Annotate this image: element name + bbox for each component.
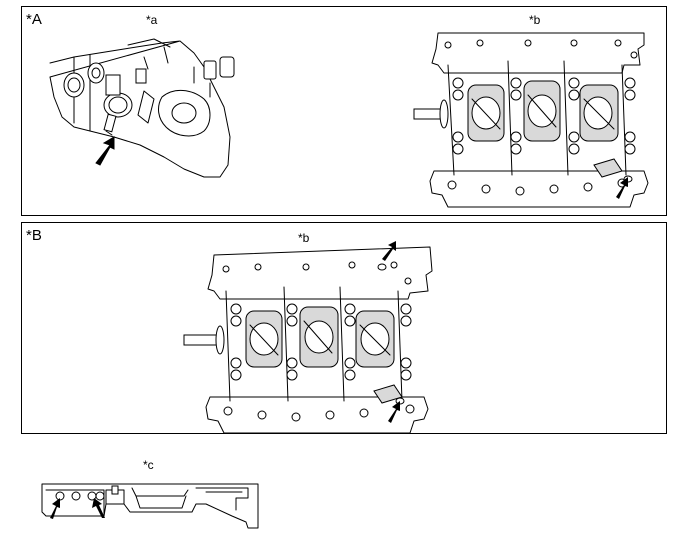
oil-pan-illustration [41, 483, 259, 529]
panel-b: *B *b [21, 222, 667, 434]
arrow-icon [616, 177, 628, 199]
panel-a: *A *a *b [21, 6, 667, 216]
view-b-label-2: *b [298, 231, 310, 245]
arrow-icon [382, 241, 396, 261]
arrow-icon [388, 401, 400, 423]
panel-b-label: *B [26, 227, 42, 244]
panel-a-label: *A [26, 11, 42, 28]
arrow-icon [50, 498, 60, 519]
cylinder-block-illustration-2 [183, 241, 433, 434]
view-c-label: *c [143, 458, 154, 472]
arrow-icon [92, 498, 105, 518]
oil-cooler-illustration [49, 38, 235, 178]
arrow-icon [95, 136, 115, 166]
view-a-label: *a [146, 13, 158, 27]
cylinder-block-illustration [413, 32, 649, 208]
view-b-label: *b [529, 13, 541, 27]
